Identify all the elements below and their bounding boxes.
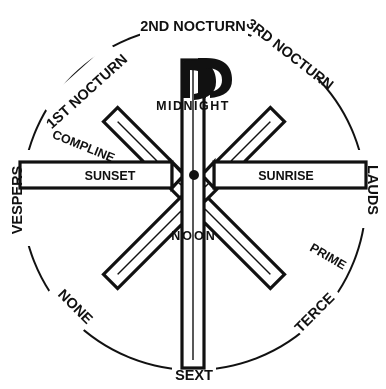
label-compline: COMPLINE (50, 127, 116, 165)
label-noon: NOON (171, 229, 217, 243)
label-sext: SEXT (175, 368, 213, 384)
center-point (189, 170, 199, 180)
label-sunset: SUNSET (85, 169, 136, 183)
label-prime: PRIME (307, 241, 348, 273)
chi-rho-monogram (182, 58, 232, 100)
label-lauds: LAUDS (364, 165, 380, 215)
label-sunrise: SUNRISE (258, 169, 314, 183)
label-2nd-nocturn: 2ND NOCTURN (140, 19, 246, 35)
label-midnight: MIDNIGHT (156, 99, 230, 113)
label-vespers: VESPERS (10, 165, 26, 234)
